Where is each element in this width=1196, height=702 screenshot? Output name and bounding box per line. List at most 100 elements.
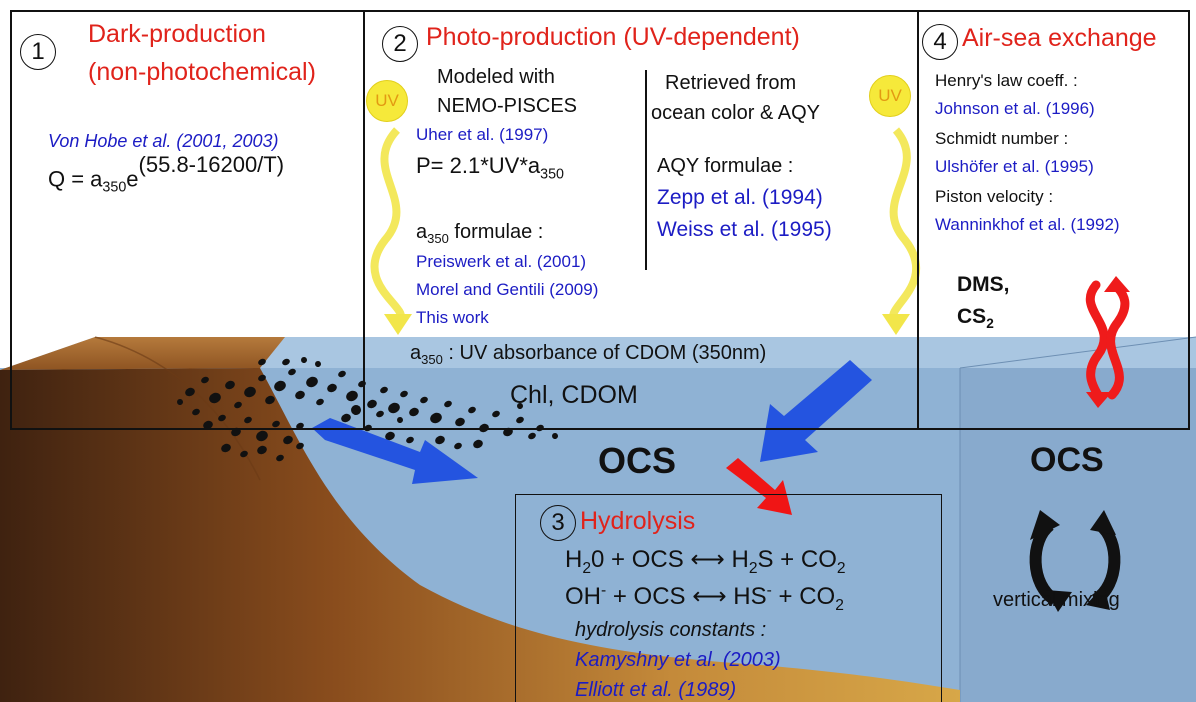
particle — [296, 422, 304, 430]
particle — [430, 412, 442, 424]
schmidt-label: Schmidt number : — [935, 129, 1069, 148]
particle — [257, 445, 267, 455]
particle — [346, 390, 358, 402]
particle — [400, 390, 408, 398]
a350-reference-3: This work — [416, 308, 489, 327]
particle — [528, 432, 536, 440]
particle — [274, 380, 286, 392]
particle — [225, 380, 235, 390]
panel1-number-circle: 1 — [20, 34, 56, 70]
hydrolysis-reference-2: Elliott et al. (1989) — [575, 679, 737, 701]
panel3-number-circle: 3 — [540, 505, 576, 541]
particle — [265, 395, 275, 405]
photoproduction-formula: P= 2.1*UV*a350 — [416, 153, 564, 183]
henry-reference: Johnson et al. (1996) — [935, 99, 1095, 118]
particle — [517, 403, 523, 409]
panel3-frame — [515, 494, 942, 702]
particle — [218, 414, 226, 422]
particle — [203, 420, 213, 430]
sediment-flux-arrow — [312, 418, 478, 484]
aqy-reference-2: Weiss et al. (1995) — [657, 218, 832, 241]
particle — [338, 370, 346, 378]
particle — [282, 358, 290, 366]
hydrolysis-equation-2: OH- + OCS ⟷ HS- + CO2 — [565, 582, 844, 614]
particle — [397, 417, 403, 423]
panel4-number-circle: 4 — [922, 24, 958, 60]
a350-definition: a350 : UV absorbance of CDOM (350nm) — [410, 342, 767, 367]
particle — [177, 399, 183, 405]
particle — [295, 390, 305, 400]
ocs-right-label: OCS — [1030, 441, 1104, 479]
water-side-face — [960, 368, 1196, 702]
particle — [367, 399, 377, 409]
panel2-frame — [363, 10, 919, 430]
aqy-reference-1: Zepp et al. (1994) — [657, 186, 823, 209]
hydrolysis-equation-1: H20 + OCS ⟷ H2S + CO2 — [565, 546, 846, 577]
hydrolysis-constants-label: hydrolysis constants : — [575, 619, 767, 641]
panel1-title-line2: (non-photochemical) — [88, 58, 316, 86]
particle — [420, 396, 428, 404]
panel2-left-heading-line2: NEMO-PISCES — [437, 95, 578, 117]
aqy-formulae-heading: AQY formulae : — [657, 155, 794, 177]
particle — [258, 374, 266, 382]
henry-label: Henry's law coeff. : — [935, 71, 1078, 90]
particle — [376, 410, 384, 418]
particle — [234, 401, 242, 409]
particle — [244, 416, 252, 424]
water-surface — [0, 337, 1196, 370]
particle — [276, 454, 284, 462]
chl-cdom-label: Chl, CDOM — [510, 381, 638, 409]
particle — [473, 439, 483, 449]
particle — [388, 402, 400, 414]
particle — [301, 357, 307, 363]
piston-velocity-reference: Wanninkhof et al. (1992) — [935, 215, 1120, 234]
sediment-body — [0, 368, 960, 702]
uv-sun-right-icon: UV — [869, 75, 911, 117]
particle — [244, 386, 256, 398]
particle — [552, 433, 558, 439]
particle — [435, 435, 445, 445]
particle — [296, 442, 304, 450]
panel2-number-circle: 2 — [382, 26, 418, 62]
particle-cloud — [177, 357, 558, 462]
air-sea-arrow-up — [1106, 283, 1130, 400]
particle — [306, 376, 318, 388]
particle — [192, 408, 200, 416]
particle — [256, 430, 268, 442]
panel2-left-reference: Uher et al. (1997) — [416, 125, 549, 144]
air-sea-arrow-down — [1085, 280, 1109, 400]
hydrolysis-arrow — [726, 458, 792, 515]
panel2-left-heading-line1: Modeled with — [437, 66, 555, 88]
a350-reference-1: Preiswerk et al. (2001) — [416, 252, 587, 271]
vertical-mixing-label: vertical mixing — [993, 589, 1120, 611]
uv-sun-left-icon: UV — [366, 80, 408, 122]
particle — [327, 383, 337, 393]
particle — [209, 392, 221, 404]
panel3-title: Hydrolysis — [580, 507, 696, 535]
particle — [341, 413, 351, 423]
particle — [288, 368, 296, 376]
particle — [221, 443, 231, 453]
particle — [316, 398, 324, 406]
gas-dms-label: DMS, — [957, 273, 1010, 296]
panel2-right-heading-line2: ocean color & AQY — [651, 102, 820, 124]
particle — [406, 436, 414, 444]
panel4-title: Air-sea exchange — [962, 24, 1157, 52]
particle — [283, 435, 293, 445]
shelf-surface — [0, 337, 285, 370]
schmidt-reference: Ulshöfer et al. (1995) — [935, 157, 1094, 176]
particle — [380, 386, 388, 394]
particle — [455, 417, 465, 427]
particle — [201, 376, 209, 384]
particle — [272, 420, 280, 428]
piston-velocity-label: Piston velocity : — [935, 187, 1054, 206]
particle — [444, 400, 452, 408]
uv-arrow-left — [370, 127, 405, 324]
particle — [385, 431, 395, 441]
particle — [185, 387, 195, 397]
a350-reference-2: Morel and Gentili (2009) — [416, 280, 599, 299]
particle — [351, 405, 361, 415]
particle — [516, 416, 524, 424]
particle — [315, 361, 321, 367]
